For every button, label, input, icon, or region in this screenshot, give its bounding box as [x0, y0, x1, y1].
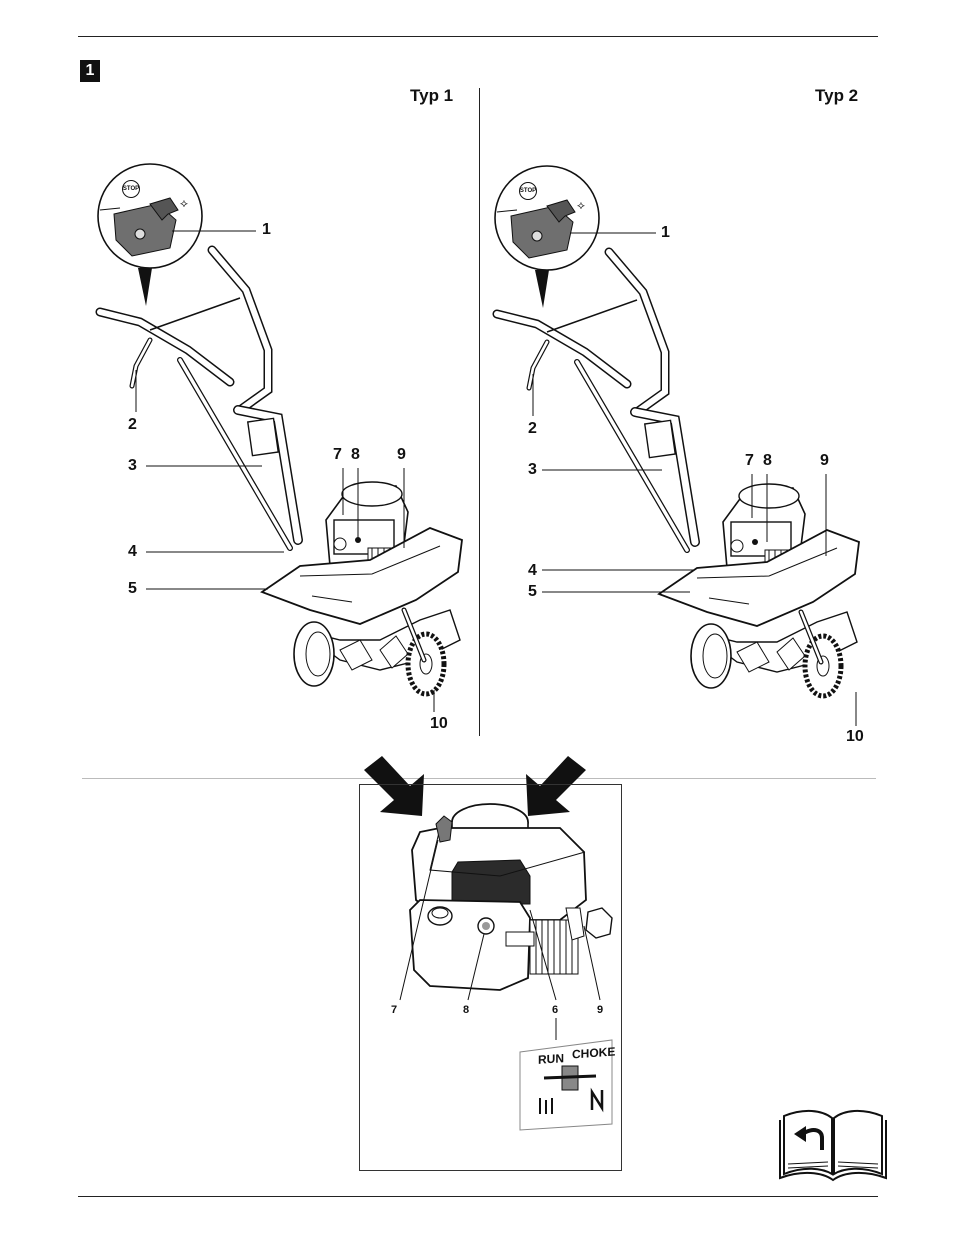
callout-4: 4 [528, 562, 537, 579]
arrow-right-down-icon [526, 756, 586, 816]
variant-divider [479, 88, 480, 736]
arrow-left-down-icon [364, 756, 424, 816]
callout-2: 2 [528, 420, 537, 437]
callout-9: 9 [820, 452, 829, 469]
callout-7: 7 [333, 446, 342, 463]
middle-rule [82, 778, 876, 779]
callout-1: 1 [661, 224, 670, 241]
rabbit-icon: ⟡ [180, 196, 188, 210]
callout-8: 8 [351, 446, 360, 463]
callout-3: 3 [528, 461, 537, 478]
detail-callout-9: 9 [597, 1004, 604, 1016]
variant-label-1: Typ 1 [410, 86, 454, 105]
figure-number: 1 [80, 60, 100, 82]
stop-icon: STOP [122, 180, 140, 198]
callout-3: 3 [128, 457, 137, 474]
arrow-icon [794, 1126, 806, 1142]
rabbit-icon: ⟡ [577, 198, 585, 212]
stop-icon: STOP [519, 182, 537, 200]
book-icon [779, 1110, 887, 1182]
callout-2: 2 [128, 416, 137, 433]
callout-7: 7 [745, 452, 754, 469]
engine-detail-box [359, 784, 622, 1171]
callout-5: 5 [528, 583, 537, 600]
top-rule [78, 36, 878, 37]
lever-label-run: RUN [538, 1051, 564, 1067]
detail-callout-6: 6 [552, 1004, 559, 1016]
detail-callout-7: 7 [391, 1004, 398, 1016]
callout-1: 1 [262, 221, 271, 238]
detail-callout-8: 8 [463, 1004, 470, 1016]
callout-9: 9 [397, 446, 406, 463]
callout-10: 10 [430, 715, 448, 732]
callout-5: 5 [128, 580, 137, 597]
variant-label-2: Typ 2 [815, 86, 859, 105]
callout-10: 10 [846, 728, 864, 745]
bottom-rule [78, 1196, 878, 1197]
callout-8: 8 [763, 452, 772, 469]
callout-4: 4 [128, 543, 137, 560]
